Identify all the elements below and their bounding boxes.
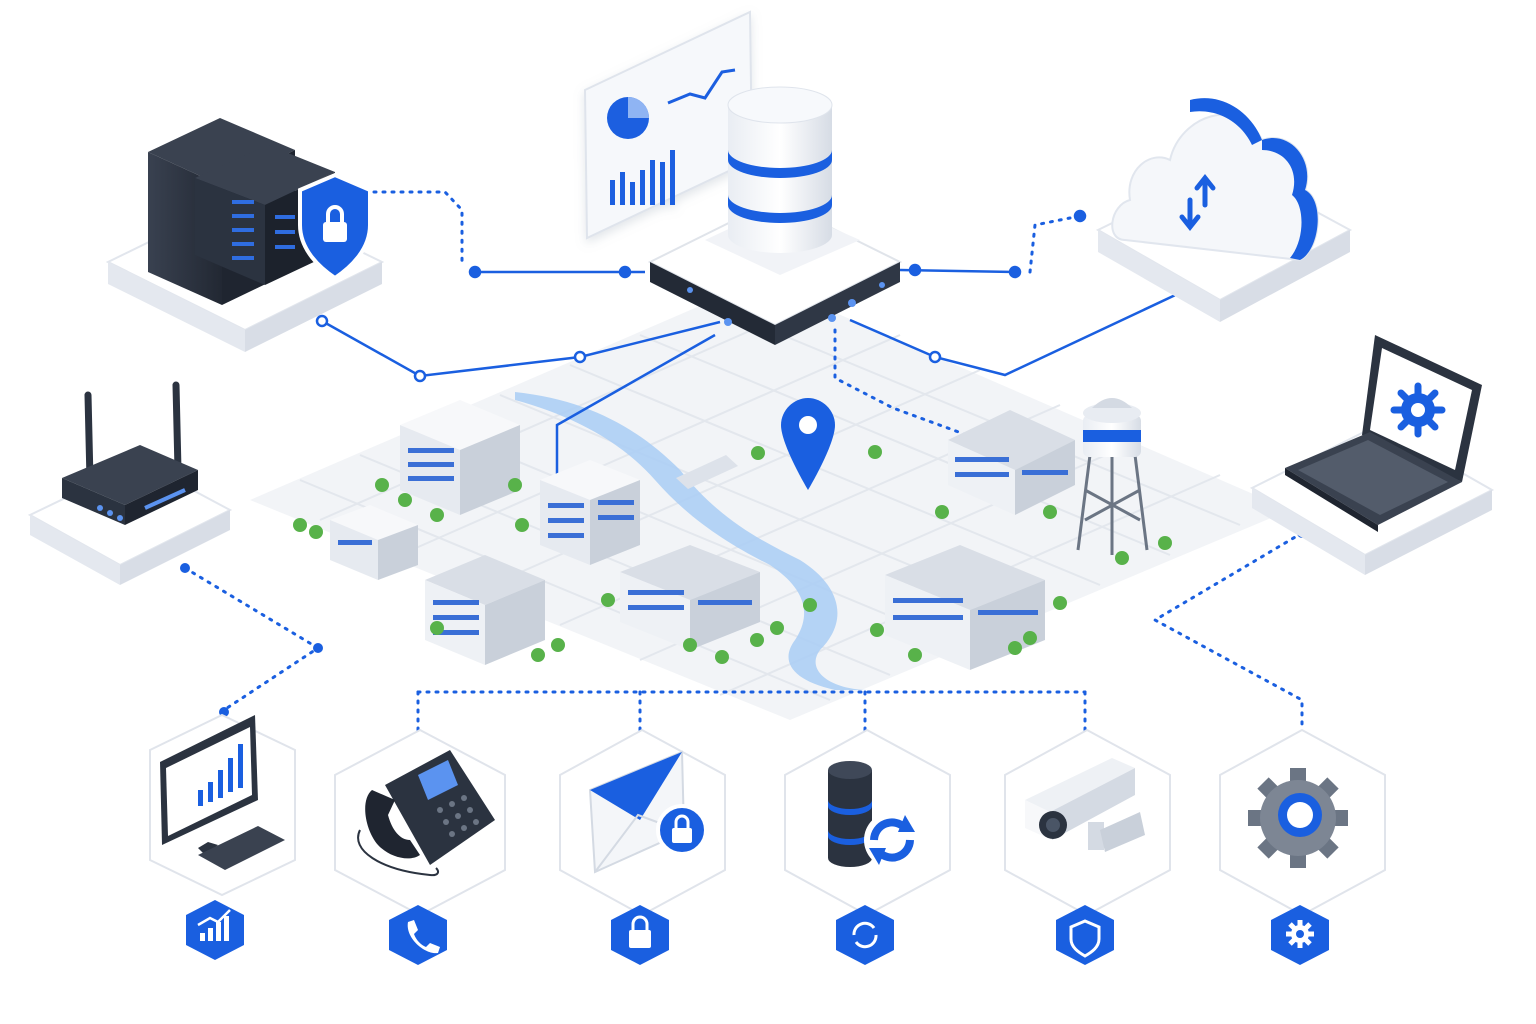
security-camera-icon <box>1025 758 1145 852</box>
analytics-monitor-icon <box>160 715 285 870</box>
router[interactable] <box>27 381 233 585</box>
shield-lock-icon <box>298 172 372 281</box>
lock-icon <box>629 915 651 948</box>
building <box>540 460 640 565</box>
database-hub[interactable] <box>647 86 903 345</box>
database-icon <box>727 86 833 253</box>
laptop[interactable] <box>1249 335 1495 575</box>
device-row <box>149 713 1386 965</box>
device-tile-camera[interactable] <box>1004 728 1171 917</box>
location-pin-icon[interactable] <box>781 398 835 490</box>
sync-icon <box>852 921 878 949</box>
device-badge-camera <box>1056 905 1114 965</box>
building <box>620 545 760 650</box>
chart-up-icon <box>197 909 231 941</box>
device-badge-backup <box>836 905 894 965</box>
cloud[interactable] <box>1095 98 1353 322</box>
trees <box>293 445 1172 664</box>
gear-icon <box>1390 382 1446 438</box>
building <box>948 410 1075 515</box>
desk-phone-icon <box>357 750 495 877</box>
shield-icon <box>1069 919 1101 958</box>
water-tower-icon <box>1076 398 1149 555</box>
device-tile-backup[interactable] <box>784 728 951 917</box>
building <box>885 545 1045 670</box>
building <box>330 505 418 580</box>
device-tile-settings[interactable] <box>1219 728 1386 917</box>
building <box>400 400 520 515</box>
phone-icon <box>407 920 440 954</box>
building <box>425 555 545 665</box>
wifi-router-icon <box>62 381 198 525</box>
device-tile-phone[interactable] <box>334 728 506 917</box>
connection-nodes <box>315 209 1193 383</box>
dotted-connections <box>183 190 1304 738</box>
server-rack[interactable] <box>105 118 385 352</box>
analytics-dashboard-icon <box>583 10 754 240</box>
cloud-sync-icon <box>1111 98 1319 262</box>
bridge <box>676 455 738 489</box>
laptop-settings-icon <box>1285 335 1482 532</box>
gear-icon <box>1286 920 1314 948</box>
gear-settings-icon <box>1248 768 1348 868</box>
database-backup-icon <box>828 761 920 868</box>
secure-email-icon <box>588 750 708 874</box>
city-buildings <box>330 400 1075 670</box>
device-badge-phone <box>389 905 447 965</box>
device-badge-email <box>611 905 669 965</box>
device-tile-email[interactable] <box>559 728 726 917</box>
solid-connections <box>321 268 1187 480</box>
device-badge-settings <box>1271 905 1329 965</box>
device-badge-monitor <box>186 900 244 960</box>
device-tile-monitor[interactable] <box>149 713 296 897</box>
